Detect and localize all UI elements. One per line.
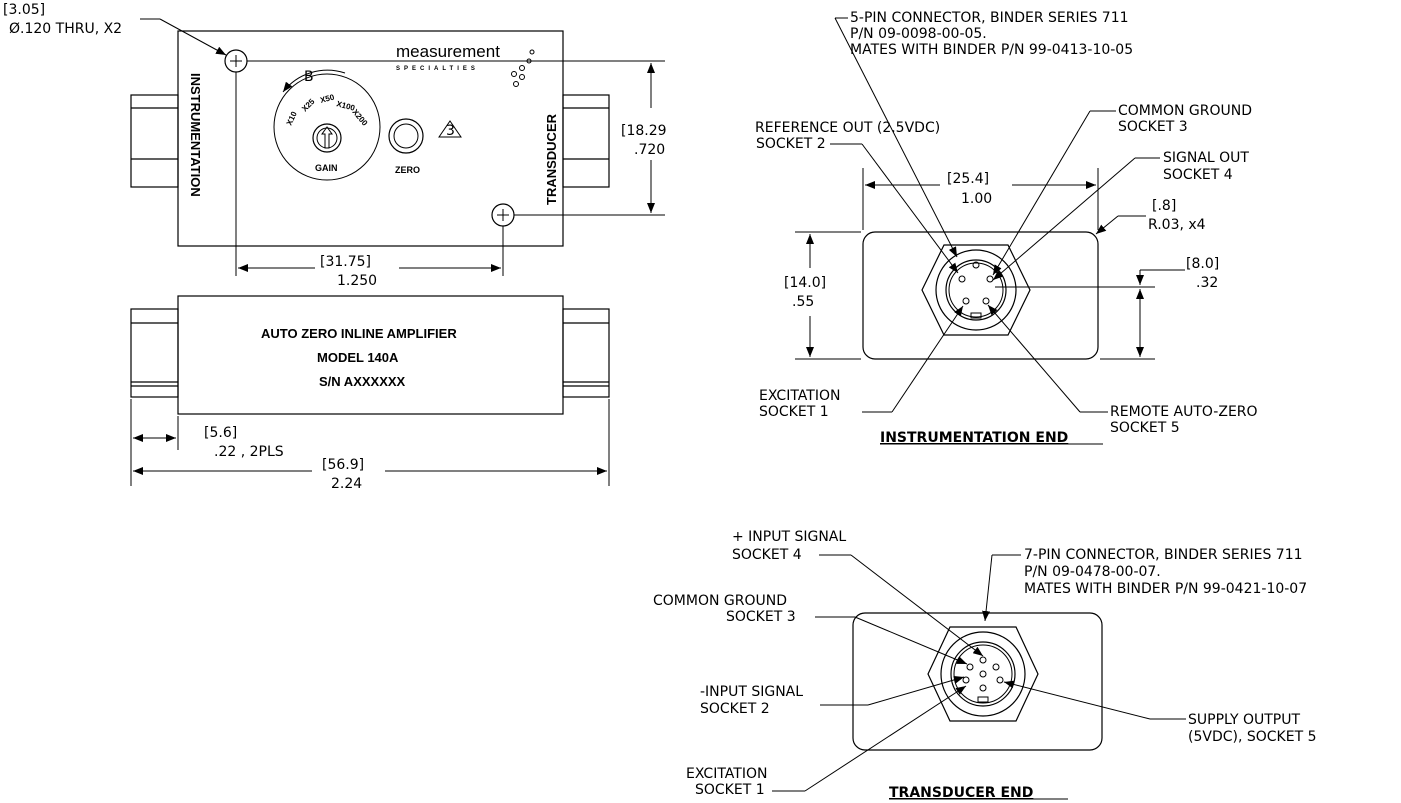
connector-spec-line2: P/N 09-0098-00-05.	[850, 26, 987, 42]
connector-len-mm: [5.6]	[204, 425, 237, 441]
remote-zero-socket: SOCKET 5	[1110, 420, 1180, 436]
transducer-end-title: TRANSDUCER END	[889, 785, 1033, 801]
logo-wordmark: measurement	[396, 42, 500, 61]
left-connector-side	[130, 308, 179, 398]
excitation-socket: SOCKET 1	[759, 404, 829, 420]
signal-out-socket: SOCKET 4	[1163, 167, 1233, 183]
note-3-flag: 3	[438, 120, 462, 139]
input-plus-label: + INPUT SIGNAL	[732, 529, 846, 545]
logo-dots	[511, 49, 535, 87]
supply-out-label: SUPPLY OUTPUT	[1188, 712, 1300, 728]
supply-out-socket: (5VDC), SOCKET 5	[1188, 729, 1316, 745]
company-logo: measurement SPECIALTIES	[396, 42, 535, 87]
center-height-mm: [8.0]	[1186, 256, 1219, 272]
mounting-hole-2	[491, 203, 515, 227]
excitation-label: EXCITATION	[686, 766, 767, 782]
gain-setting: X200	[350, 108, 369, 129]
input-minus-label: -INPUT SIGNAL	[700, 684, 803, 700]
zero-button: ZERO	[388, 118, 424, 175]
gain-setting: X50	[319, 92, 336, 105]
end-width-mm: [25.4]	[947, 171, 989, 187]
common-ground-label: COMMON GROUND	[1118, 103, 1252, 119]
connector-spec-line1: 7-PIN CONNECTOR, BINDER SERIES 711	[1024, 547, 1303, 563]
ref-out-socket: SOCKET 2	[756, 136, 826, 152]
end-width-in: 1.00	[961, 191, 992, 207]
excitation-label: EXCITATION	[759, 388, 840, 404]
remote-zero-label: REMOTE AUTO-ZERO	[1110, 404, 1258, 420]
end-height-mm: [14.0]	[784, 275, 826, 291]
overall-len-mm: [56.9]	[322, 457, 364, 473]
view-letter: B	[304, 69, 314, 85]
hole-spacing-in: 1.250	[337, 273, 377, 289]
hole-spacing-mm: [31.75]	[320, 254, 371, 270]
center-height-in: .32	[1196, 275, 1218, 291]
transducer-end-outline	[852, 612, 1103, 751]
right-connector-top	[562, 94, 610, 188]
gain-setting: X10	[285, 110, 299, 127]
end-height-in: .55	[792, 294, 814, 310]
connector-spec-line2: P/N 09-0478-00-07.	[1024, 564, 1161, 580]
instrumentation-end-view: 5-PIN CONNECTOR, BINDER SERIES 711 P/N 0…	[755, 10, 1258, 446]
svg-text:3: 3	[446, 123, 455, 139]
instrumentation-end-outline	[862, 231, 1099, 360]
signal-out-label: SIGNAL OUT	[1163, 150, 1249, 166]
height-dim-mm: [18.29	[621, 123, 667, 139]
gain-label: GAIN	[315, 163, 338, 173]
label-instrumentation: INSTRUMENTATION	[188, 73, 203, 197]
left-connector-top	[130, 94, 179, 188]
instrumentation-end-title: INSTRUMENTATION END	[880, 430, 1068, 446]
mounting-hole-1	[224, 49, 248, 73]
label-transducer: TRANSDUCER	[544, 113, 559, 205]
label-model: MODEL 140A	[317, 350, 399, 365]
common-ground-socket: SOCKET 3	[1118, 119, 1188, 135]
connector-spec-line3: MATES WITH BINDER P/N 99-0413-10-05	[850, 42, 1133, 58]
excitation-socket: SOCKET 1	[695, 782, 765, 798]
height-dim-in: .720	[634, 142, 665, 158]
housing-side-outline	[177, 295, 564, 415]
common-ground-label: COMMON GROUND	[653, 593, 787, 609]
connector-len-in: .22 , 2PLS	[214, 444, 284, 460]
transducer-end-view: 7-PIN CONNECTOR, BINDER SERIES 711 P/N 0…	[653, 529, 1316, 801]
top-view: [3.05] Ø.120 THRU, X2 INSTRUMENTATION TR…	[3, 2, 667, 289]
connector-spec-line1: 5-PIN CONNECTOR, BINDER SERIES 711	[850, 10, 1129, 26]
right-connector-side	[562, 308, 610, 398]
connector-5pin	[921, 244, 1031, 336]
connector-7pin	[927, 626, 1039, 722]
ref-out-label: REFERENCE OUT (2.5VDC)	[755, 120, 940, 136]
zero-label: ZERO	[395, 165, 420, 175]
common-ground-socket: SOCKET 3	[726, 609, 796, 625]
input-minus-socket: SOCKET 2	[700, 701, 770, 717]
label-serial: S/N AXXXXXX	[319, 374, 406, 389]
corner-radius-mm: [.8]	[1152, 198, 1176, 214]
housing-top-outline	[177, 30, 564, 247]
gain-setting: X25	[300, 97, 317, 114]
gain-dial: B X10 X25 X50 X100 X200 GAIN	[273, 69, 381, 181]
input-plus-socket: SOCKET 4	[732, 547, 802, 563]
hole-dim-note: Ø.120 THRU, X2	[9, 21, 122, 37]
connector-spec-line3: MATES WITH BINDER P/N 99-0421-10-07	[1024, 581, 1307, 597]
overall-len-in: 2.24	[331, 476, 362, 492]
side-view: AUTO ZERO INLINE AMPLIFIER MODEL 140A S/…	[130, 295, 610, 492]
hole-dim-mm: [3.05]	[3, 2, 45, 18]
corner-radius-in: R.03, x4	[1148, 217, 1206, 233]
logo-tagline: SPECIALTIES	[396, 66, 479, 72]
label-product: AUTO ZERO INLINE AMPLIFIER	[261, 326, 457, 341]
